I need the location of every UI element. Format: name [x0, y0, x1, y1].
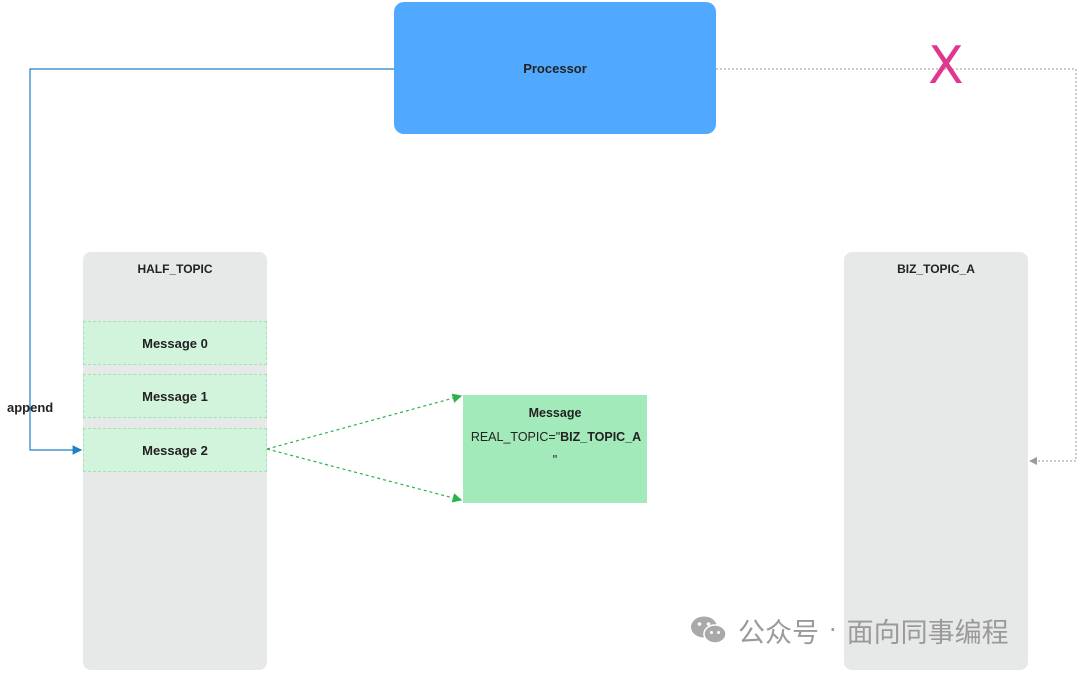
message-2: Message 2 — [83, 428, 267, 472]
real-topic-suffix: " — [552, 453, 558, 467]
message-0: Message 0 — [83, 321, 267, 365]
half-topic-queue: HALF_TOPIC Message 0 Message 1 Message 2 — [83, 252, 267, 670]
message-detail-node: Message REAL_TOPIC="BIZ_TOPIC_A " — [463, 395, 647, 503]
copy-connector-bottom — [266, 448, 463, 503]
append-label: append — [7, 400, 54, 415]
biz-topic-title: BIZ_TOPIC_A — [897, 262, 975, 276]
blocked-x-icon: X — [928, 36, 964, 96]
real-topic-value: BIZ_TOPIC_A — [560, 430, 642, 444]
watermark-account-type: 公众号 — [738, 617, 819, 649]
watermark: 公众号 · 面向同事编程 — [690, 612, 1009, 649]
copy-connector-top — [266, 393, 463, 450]
watermark-account-name: 面向同事编程 — [846, 617, 1009, 649]
message-1: Message 1 — [83, 374, 267, 418]
wechat-icon — [691, 616, 727, 644]
append-connector — [29, 68, 394, 455]
biz-topic-queue: BIZ_TOPIC_A — [844, 252, 1028, 670]
blocked-connector — [716, 68, 1077, 465]
real-topic-prefix: REAL_TOPIC=" — [470, 430, 561, 444]
processor-label: Processor — [523, 60, 587, 76]
message-detail-title: Message — [528, 406, 582, 420]
processor-node: Processor — [394, 2, 716, 134]
watermark-separator: · — [829, 616, 837, 644]
half-topic-title: HALF_TOPIC — [137, 262, 213, 276]
real-topic-property: REAL_TOPIC="BIZ_TOPIC_A — [469, 430, 643, 444]
